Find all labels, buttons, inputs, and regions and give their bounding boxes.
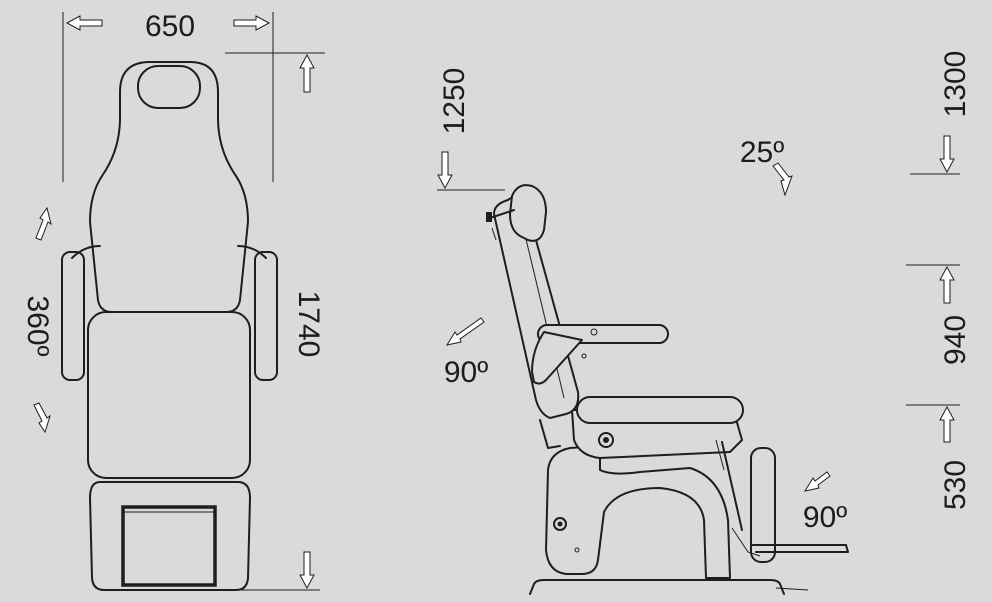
side-base-plate — [529, 579, 785, 595]
side-back-linkage — [539, 419, 561, 449]
armrest-height-arrow-icon — [939, 265, 955, 304]
side-seat-hinge-center — [603, 437, 609, 443]
side-armrest-pivot — [590, 328, 598, 336]
top-footplate — [121, 505, 217, 587]
side-legrest-link — [731, 527, 761, 557]
armrest-rotation-arrow-icon — [445, 317, 485, 346]
legrest-rotation-arrow-icon — [803, 471, 831, 492]
side-seat-hinge — [598, 432, 614, 448]
side-pedestal — [545, 445, 731, 579]
side-pedestal-knob — [553, 517, 567, 531]
max-height-label: 1300 — [939, 51, 972, 118]
width-arrow-right-icon — [233, 15, 271, 31]
seat-height-arrow-icon — [939, 405, 955, 443]
side-linkage — [715, 439, 725, 471]
side-armrest-support — [531, 331, 583, 385]
side-seat-cushion — [576, 396, 744, 424]
backrest-tilt-label: 25º — [740, 136, 784, 169]
side-headrest — [509, 184, 547, 242]
width-label: 650 — [145, 10, 195, 43]
armrest-rotation-label: 90º — [444, 356, 488, 389]
side-pedestal-knob-center — [557, 521, 563, 527]
dimension-labels: 650 1740 360º 1250 25º 1300 940 530 90º … — [21, 10, 972, 534]
side-view-chair — [437, 173, 960, 595]
side-leg-strut — [721, 441, 743, 531]
side-pedestal-screw — [574, 547, 580, 553]
length-label: 1740 — [292, 291, 325, 358]
width-arrow-left-icon — [65, 15, 103, 31]
side-headrest-clamp — [486, 212, 492, 222]
side-headrest-bracket — [489, 209, 515, 219]
top-view-arrows — [33, 15, 315, 590]
legrest-rotation-label: 90º — [803, 501, 847, 534]
side-footplate — [751, 544, 849, 553]
length-arrow-bottom-icon — [299, 551, 315, 590]
seat-height-label: 530 — [939, 460, 972, 510]
top-backrest — [89, 61, 249, 313]
side-headrest-rod — [491, 227, 497, 241]
top-armrest-arm-right — [237, 245, 267, 259]
armrest-height-label: 940 — [939, 315, 972, 365]
rotation-label: 360º — [21, 295, 54, 356]
top-legrest — [89, 481, 251, 591]
top-armrest-right — [254, 251, 278, 381]
side-view-arrows — [437, 135, 955, 492]
side-legrest — [750, 447, 776, 563]
rotation-arrow-down-icon — [33, 402, 51, 434]
top-seat — [87, 311, 251, 479]
backrest-height-arrow-icon — [437, 151, 453, 190]
side-armrest-screw — [581, 353, 587, 359]
side-power-cable — [775, 587, 809, 591]
rotation-arrow-up-icon — [35, 206, 52, 241]
top-armrest-arm-left — [71, 245, 101, 259]
backrest-height-label: 1250 — [438, 68, 471, 135]
length-arrow-top-icon — [299, 53, 315, 93]
backrest-tilt-arrow-icon — [772, 162, 793, 197]
max-height-arrow-icon — [939, 135, 955, 174]
top-armrest-left — [61, 251, 85, 381]
top-headrest-pad — [137, 65, 201, 109]
top-view-chair — [61, 12, 325, 591]
